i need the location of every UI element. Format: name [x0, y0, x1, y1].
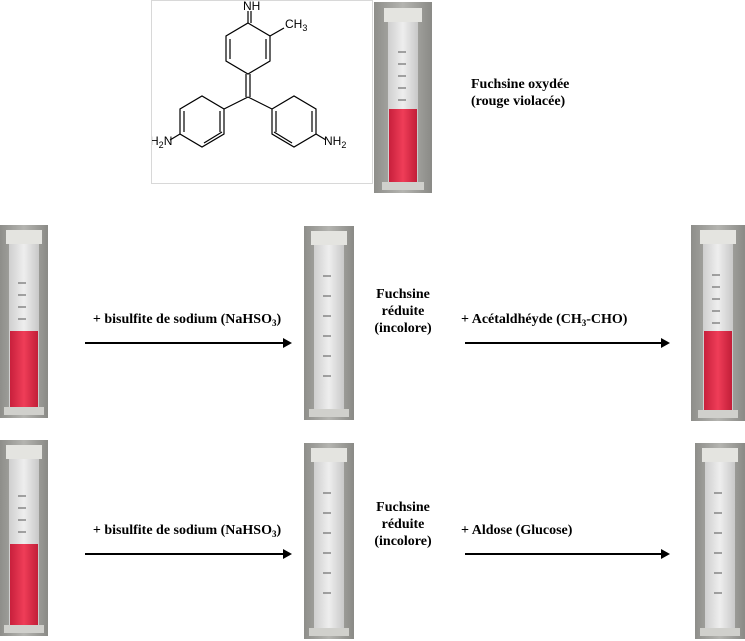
imine-label: NH	[243, 1, 260, 13]
row1-middle-line1: Fuchsine	[376, 287, 430, 302]
row1-reagent-prefix: + bisulfite de sodium (NaHSO	[92, 312, 272, 327]
row1-aldehyde-suffix: -CHO)	[586, 312, 628, 327]
row1-aldehyde-label: + Acétaldhéyde (CH3-CHO)	[461, 311, 627, 328]
row1-middle-line2: réduite	[381, 304, 425, 319]
cylinder-row2-start	[0, 440, 48, 636]
row1-aldehyde-prefix: + Acétaldhéyde (CH	[461, 312, 582, 327]
cylinder-row2-end	[695, 443, 745, 639]
row2-arrow-2	[465, 549, 670, 559]
oxidized-label-line2: (rouge violacée)	[471, 94, 566, 109]
cylinder-row1-start	[0, 225, 48, 418]
row1-reagent-suffix: )	[276, 312, 282, 327]
row2-middle-line3: (incolore)	[374, 534, 432, 549]
cylinder-row2-middle	[304, 443, 354, 639]
cylinder-oxidized	[374, 2, 432, 193]
row1-middle-label: Fuchsine réduite (incolore)	[362, 286, 444, 337]
row2-reagent-label: + bisulfite de sodium (NaHSO3)	[76, 522, 298, 539]
row2-reagent-prefix: + bisulfite de sodium (NaHSO	[92, 523, 272, 538]
row2-aldehyde-prefix: + Aldose (Glucose)	[461, 523, 573, 538]
row2-aldehyde-label: + Aldose (Glucose)	[461, 522, 572, 539]
row2-arrow-1	[85, 549, 292, 559]
row2-reagent-suffix: )	[276, 523, 282, 538]
row2-reagent-sub: 3	[271, 529, 277, 539]
row1-middle-line3: (incolore)	[374, 321, 432, 336]
cylinder-row1-middle	[304, 226, 354, 420]
row1-arrow-1	[85, 338, 292, 348]
amine-left-label: H2N	[152, 134, 172, 150]
row2-middle-label: Fuchsine réduite (incolore)	[362, 499, 444, 550]
row2-middle-line2: réduite	[381, 517, 425, 532]
fuchsine-structure: NH CH3 H2N NH2	[151, 0, 373, 184]
methyl-label: CH3	[285, 17, 307, 33]
amine-right-label: NH2	[324, 134, 346, 150]
row1-aldehyde-sub: 3	[581, 318, 587, 328]
row1-arrow-2	[465, 338, 670, 348]
cylinder-row1-end	[691, 225, 745, 421]
oxidized-label: Fuchsine oxydée (rouge violacée)	[471, 76, 569, 110]
row1-reagent-label: + bisulfite de sodium (NaHSO3)	[76, 311, 298, 328]
row1-reagent-sub: 3	[271, 318, 277, 328]
oxidized-label-line1: Fuchsine oxydée	[471, 77, 570, 92]
row2-middle-line1: Fuchsine	[376, 500, 430, 515]
